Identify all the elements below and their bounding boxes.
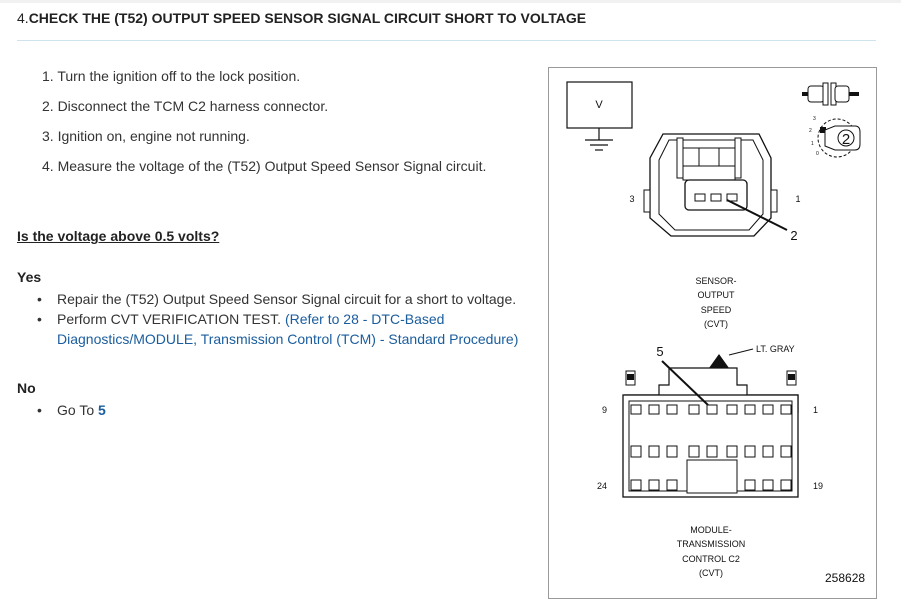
module-pin-24: 24 (597, 481, 607, 491)
disconnect-icon (802, 82, 859, 106)
goto-step-link[interactable]: 5 (98, 402, 106, 418)
no-header: No (17, 380, 36, 396)
goto-text: Go To (57, 402, 98, 418)
yes-bullet-2-text: Perform CVT VERIFICATION TEST. (57, 311, 285, 327)
sensor-pin-3: 3 (629, 194, 634, 204)
top-bar (0, 0, 901, 3)
svg-text:(CVT): (CVT) (699, 568, 723, 578)
pin-row-bottom (630, 479, 792, 491)
module-label: MODULE- TRANSMISSION CONTROL C2 (CVT) (677, 525, 746, 578)
svg-text:TRANSMISSION: TRANSMISSION (677, 539, 746, 549)
callout-5: 5 (656, 344, 663, 359)
module-pin-9: 9 (602, 405, 607, 415)
callout-2: 2 (790, 228, 797, 243)
pin-row-top (630, 404, 792, 415)
bullet-dot: • (37, 291, 42, 307)
title-divider (17, 40, 876, 41)
bullet-dot: • (37, 311, 42, 327)
svg-text:MODULE-: MODULE- (690, 525, 732, 535)
svg-text:2: 2 (809, 128, 812, 134)
sensor-label: SENSOR- OUTPUT SPEED (CVT) (695, 276, 736, 329)
wire-color-label: LT. GRAY (756, 344, 795, 354)
procedure-reference-link[interactable]: (Refer to 28 - DTC-Based Diagnostics/MOD… (57, 311, 519, 347)
yes-bullet-1: • Repair the (T52) Output Speed Sensor S… (37, 289, 537, 309)
ignition-badge: 2 (842, 131, 850, 148)
svg-text:(CVT): (CVT) (704, 319, 728, 329)
sensor-pin-1: 1 (795, 194, 800, 204)
svg-text:1: 1 (811, 141, 814, 147)
module-pin-19: 19 (813, 481, 823, 491)
ignition-key-icon: 3 2 1 0 2 (809, 116, 861, 158)
voltmeter-icon: V (566, 81, 633, 151)
procedure-step: 4. Measure the voltage of the (T52) Outp… (42, 158, 487, 174)
bullet-dot: • (37, 402, 42, 418)
procedure-step: 2. Disconnect the TCM C2 harness connect… (42, 98, 329, 114)
meter-label: V (595, 99, 603, 111)
yes-header: Yes (17, 269, 42, 285)
wiring-figure: V 3 2 1 0 2 (548, 67, 877, 599)
svg-text:SENSOR-: SENSOR- (695, 276, 736, 286)
module-connector: LT. GRAY (597, 344, 823, 498)
no-bullet-1: • Go To 5 (37, 400, 537, 420)
svg-text:SPEED: SPEED (701, 305, 732, 315)
svg-text:3: 3 (813, 116, 816, 122)
yes-bullet-1-text: Repair the (T52) Output Speed Sensor Sig… (57, 291, 517, 307)
svg-text:0: 0 (816, 151, 819, 157)
pin-row-middle (630, 445, 792, 458)
step-title: 4.CHECK THE (T52) OUTPUT SPEED SENSOR SI… (17, 10, 877, 26)
step-number: 4. (17, 10, 29, 26)
step-title-text: CHECK THE (T52) OUTPUT SPEED SENSOR SIGN… (28, 10, 587, 26)
module-pin-1: 1 (813, 405, 818, 415)
sensor-connector: 3 1 2 (629, 133, 801, 243)
yes-bullet-2: • Perform CVT VERIFICATION TEST. (Refer … (37, 309, 537, 349)
procedure-step: 1. Turn the ignition off to the lock pos… (42, 68, 301, 84)
svg-text:CONTROL C2: CONTROL C2 (682, 554, 740, 564)
wiring-diagram: V 3 2 1 0 2 (566, 81, 865, 585)
diagnostic-question: Is the voltage above 0.5 volts? (17, 228, 220, 244)
svg-text:OUTPUT: OUTPUT (698, 290, 736, 300)
figure-id: 258628 (825, 571, 865, 585)
procedure-steps: 1. Turn the ignition off to the lock pos… (42, 66, 486, 186)
procedure-step: 3. Ignition on, engine not running. (42, 128, 250, 144)
